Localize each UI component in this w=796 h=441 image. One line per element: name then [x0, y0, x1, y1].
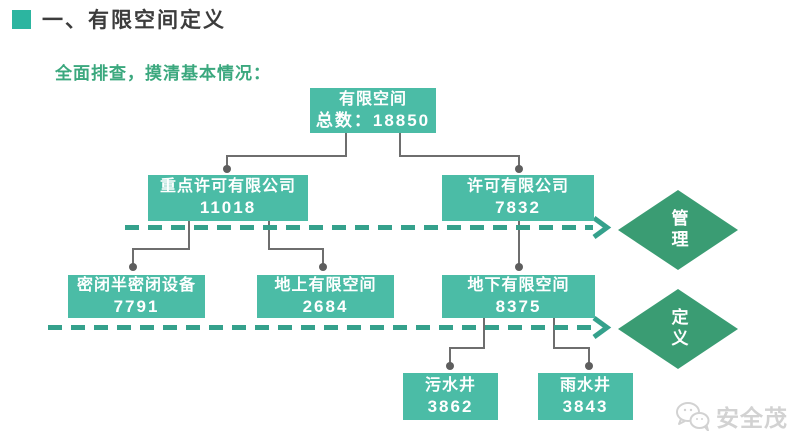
connector-line: [553, 347, 590, 349]
connector-line: [132, 248, 190, 250]
connector-line: [226, 155, 347, 157]
diamond-label: 管理: [668, 209, 688, 251]
wechat-icon: [676, 402, 710, 431]
node-label: 污水井: [424, 376, 476, 394]
connector-line: [588, 347, 590, 366]
connector-line: [268, 221, 270, 250]
connector-line: [449, 347, 485, 349]
connector-line: [268, 248, 324, 250]
node-value: 7832: [495, 198, 541, 218]
node-key-permit-companies: 重点许可有限公司 11018: [148, 175, 308, 221]
connector-line: [188, 221, 190, 250]
connector-dot: [446, 362, 454, 370]
connector-line: [553, 318, 555, 349]
connector-dot: [223, 165, 231, 173]
node-label: 地上有限空间: [274, 276, 377, 294]
diagram-subtitle: 全面排查，摸清基本情况：: [55, 64, 271, 83]
node-label: 重点许可有限公司: [159, 178, 296, 196]
node-sealed-equipment: 密闭半密闭设备 7791: [68, 275, 205, 318]
page-title: 一、有限空间定义: [42, 9, 226, 32]
connector-dot: [585, 362, 593, 370]
node-value: 2684: [302, 296, 349, 316]
node-value: 8375: [495, 296, 542, 316]
connector-line: [345, 133, 347, 157]
node-rain-well: 雨水井 3843: [538, 373, 633, 420]
connector-line: [399, 133, 401, 157]
diamond-management: 管理: [618, 190, 738, 270]
node-below-ground-space: 地下有限空间 8375: [442, 275, 595, 318]
node-value: 11018: [199, 198, 257, 218]
node-label: 地下有限空间: [467, 276, 570, 294]
title-accent-square: [12, 10, 31, 29]
connector-line: [518, 221, 520, 267]
dashed-arrow-definition: [48, 325, 593, 330]
node-value: 3843: [562, 396, 609, 416]
connector-dot: [129, 263, 137, 271]
connector-dot: [515, 263, 523, 271]
connector-dot: [319, 263, 327, 271]
dashed-arrow-management: [125, 225, 593, 230]
node-label: 雨水井: [559, 376, 611, 394]
node-label: 许可有限公司: [466, 178, 569, 196]
connector-line: [483, 318, 485, 349]
node-sewage-well: 污水井 3862: [403, 373, 498, 420]
node-permit-companies: 许可有限公司 7832: [442, 175, 594, 221]
node-label: 有限空间: [338, 90, 407, 108]
arrowhead-icon: [592, 315, 612, 340]
watermark: 安全茂: [675, 399, 788, 433]
connector-line: [399, 155, 520, 157]
node-value: 3862: [427, 396, 474, 416]
arrowhead-icon: [592, 215, 612, 240]
connector-line: [226, 155, 228, 169]
node-label: 密闭半密闭设备: [76, 276, 196, 294]
node-value: 7791: [113, 296, 160, 316]
connector-dot: [515, 165, 523, 173]
diamond-definition: 定义: [618, 289, 738, 369]
diamond-label: 定义: [668, 308, 688, 350]
node-value: 总数：18850: [315, 110, 431, 130]
connector-line: [132, 248, 134, 267]
node-above-ground-space: 地上有限空间 2684: [257, 275, 394, 318]
connector-line: [449, 347, 451, 366]
connector-line: [322, 248, 324, 267]
node-total: 有限空间 总数：18850: [310, 88, 436, 133]
connector-line: [518, 155, 520, 169]
watermark-text: 安全茂: [716, 405, 788, 431]
